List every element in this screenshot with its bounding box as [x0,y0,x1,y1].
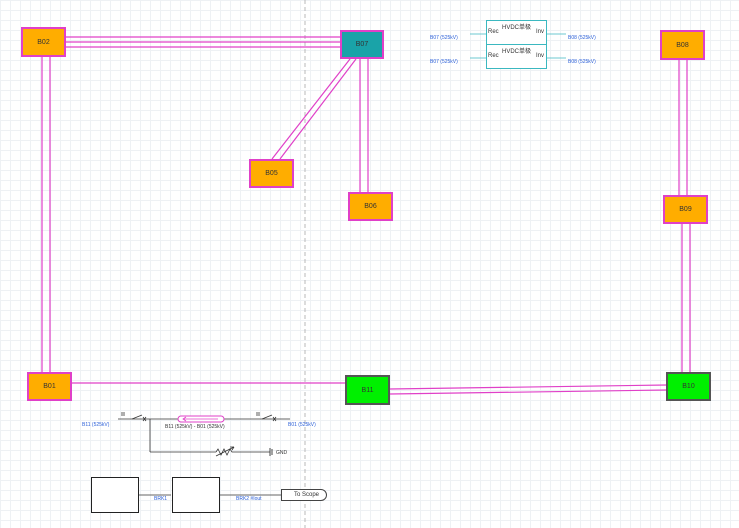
bus-b05[interactable]: B05 [249,159,294,188]
breaker-branch-wires[interactable] [118,418,290,453]
brk1-label: BRK1 [154,496,168,502]
line-b02-b01[interactable] [41,56,51,372]
line-b02-b07[interactable] [66,36,340,48]
bus-label: B02 [37,38,50,46]
line-b08-b09[interactable] [678,60,688,195]
bus-b11[interactable]: B11 [345,375,390,405]
bus-b08[interactable]: B08 [660,30,705,60]
hvdc-terminal-label: B07 (525kV) [430,35,458,41]
hvdc-title: HVDC单极 [501,49,531,55]
bus-label: B06 [364,203,377,210]
bus-label: B08 [676,41,689,49]
breaker-switch-icon[interactable] [121,412,147,422]
hvdc-inv-label: Inv [535,53,544,59]
hvdc-terminal-label: B07 (525kV) [430,59,458,65]
hvdc-inv-label: Inv [535,29,544,35]
line-b07-b06[interactable] [359,59,369,192]
control-block-2[interactable] [172,477,220,513]
hvdc-pole-2[interactable]: HVDC单极 Rec Inv [486,44,547,69]
brk2-suffix: #Iout [250,496,262,502]
hvdc-rec-label: Rec [488,29,499,35]
bus-b06[interactable]: B06 [348,192,393,221]
bus-label: B01 [43,383,56,390]
hvdc-terminal-wires [470,33,566,59]
hvdc-terminal-label: B08 (525kV) [568,35,596,41]
ground-label: GND [276,450,288,456]
hvdc-terminal-label: B08 (525kV) [568,59,596,65]
bus-label: B10 [682,383,695,390]
hvdc-pole-1[interactable]: HVDC单极 Rec Inv [486,20,547,45]
hvdc-rec-label: Rec [488,53,499,59]
bus-b02[interactable]: B02 [21,27,66,57]
line-b07-b05[interactable] [271,58,357,160]
control-block-1[interactable] [91,477,139,513]
to-scope-block[interactable]: To Scope [281,489,327,501]
ground-icon [269,448,273,456]
variable-resistor-icon[interactable] [215,446,235,457]
branch-right-label: B01 (525kV) [288,422,316,428]
bus-b09[interactable]: B09 [663,195,708,224]
bus-b01[interactable]: B01 [27,372,72,401]
branch-left-label: B11 (525kV) [82,422,110,428]
bus-label: B07 [355,41,369,48]
transmission-line-icon[interactable] [177,415,225,423]
bus-label: B05 [265,170,278,177]
brk2-name: BRK2 [236,496,250,502]
bus-label: B11 [361,386,374,394]
bus-b07[interactable]: B07 [340,30,384,59]
bus-b10[interactable]: B10 [666,372,711,401]
branch-line-label: B11 (525kV) - B01 (525kV) [165,424,225,430]
line-b09-b10[interactable] [681,224,691,372]
line-b11-b10[interactable] [389,384,668,395]
brk2-label: BRK2 #Iout [236,496,262,502]
breaker-switch-icon[interactable] [256,412,277,422]
scope-label: To Scope [294,492,320,498]
bus-label: B09 [679,206,692,213]
hvdc-title: HVDC单极 [501,25,531,31]
